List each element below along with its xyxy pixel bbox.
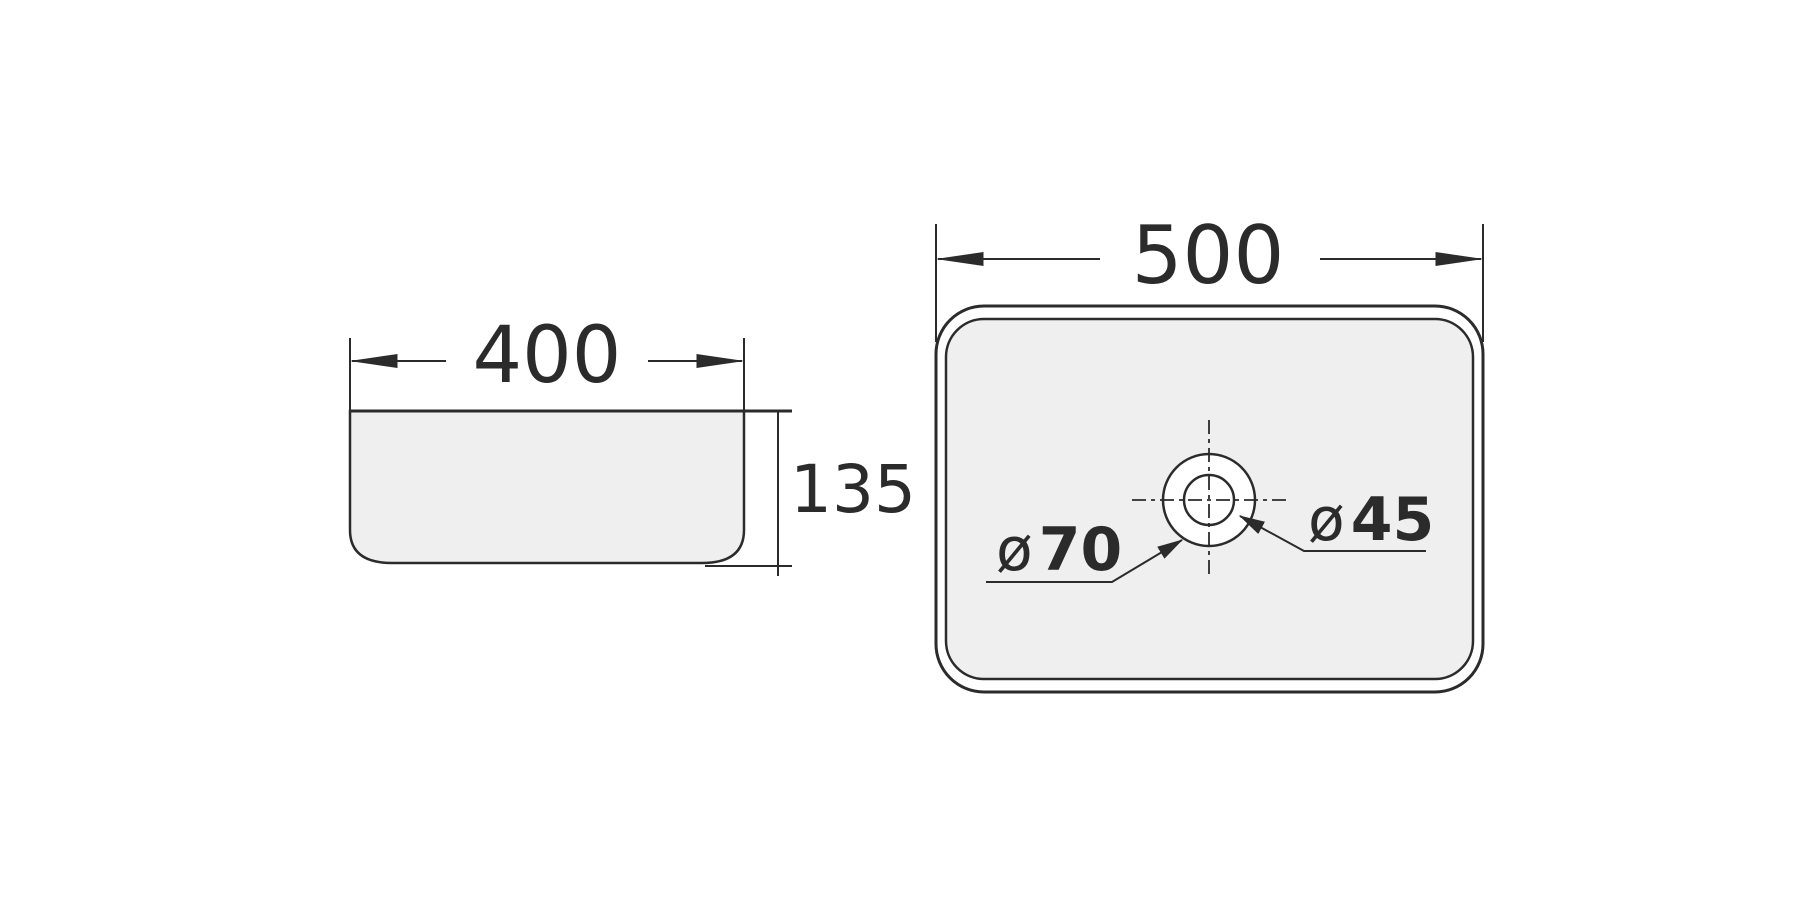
diameter-symbol: ø [996, 515, 1033, 585]
side-basin-profile [348, 409, 746, 565]
side-height-label: 135 [790, 451, 916, 528]
outer-hole-diameter-value: 70 [1039, 515, 1123, 585]
top-width-label: 500 [1132, 209, 1285, 302]
diameter-symbol: ø [1308, 485, 1345, 555]
inner-hole-diameter-value: 45 [1351, 485, 1435, 555]
side-view: 400 135 [348, 311, 916, 576]
outer-hole-leader [986, 539, 1184, 583]
side-width-label: 400 [473, 311, 622, 401]
inner-hole-leader [1238, 515, 1426, 552]
